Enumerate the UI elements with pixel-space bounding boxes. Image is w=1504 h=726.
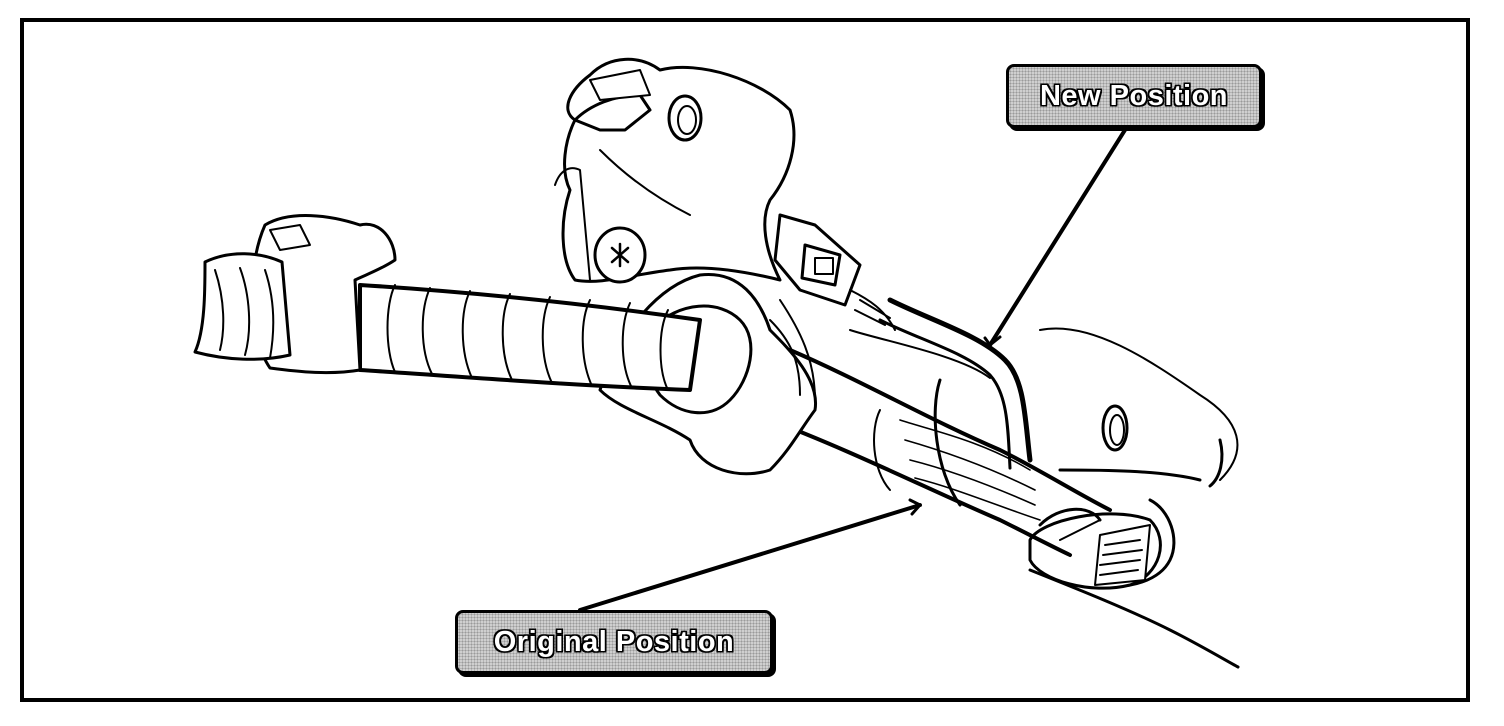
screw-icon <box>667 94 703 142</box>
new-position-label: New Position <box>1006 64 1262 128</box>
screw-icon <box>593 226 647 284</box>
body-panel <box>1028 327 1240 669</box>
wrapped-harness <box>358 283 702 392</box>
new-position-wire <box>849 297 1033 470</box>
harness-clip <box>773 213 896 331</box>
wiring-harness <box>768 348 1112 557</box>
original-position-label: Original Position <box>455 610 773 674</box>
mounting-bracket <box>554 57 796 283</box>
grommet <box>1028 512 1162 590</box>
harness-clamp <box>193 214 397 375</box>
leader-lines <box>578 120 1132 612</box>
hole-icon <box>1101 404 1129 452</box>
